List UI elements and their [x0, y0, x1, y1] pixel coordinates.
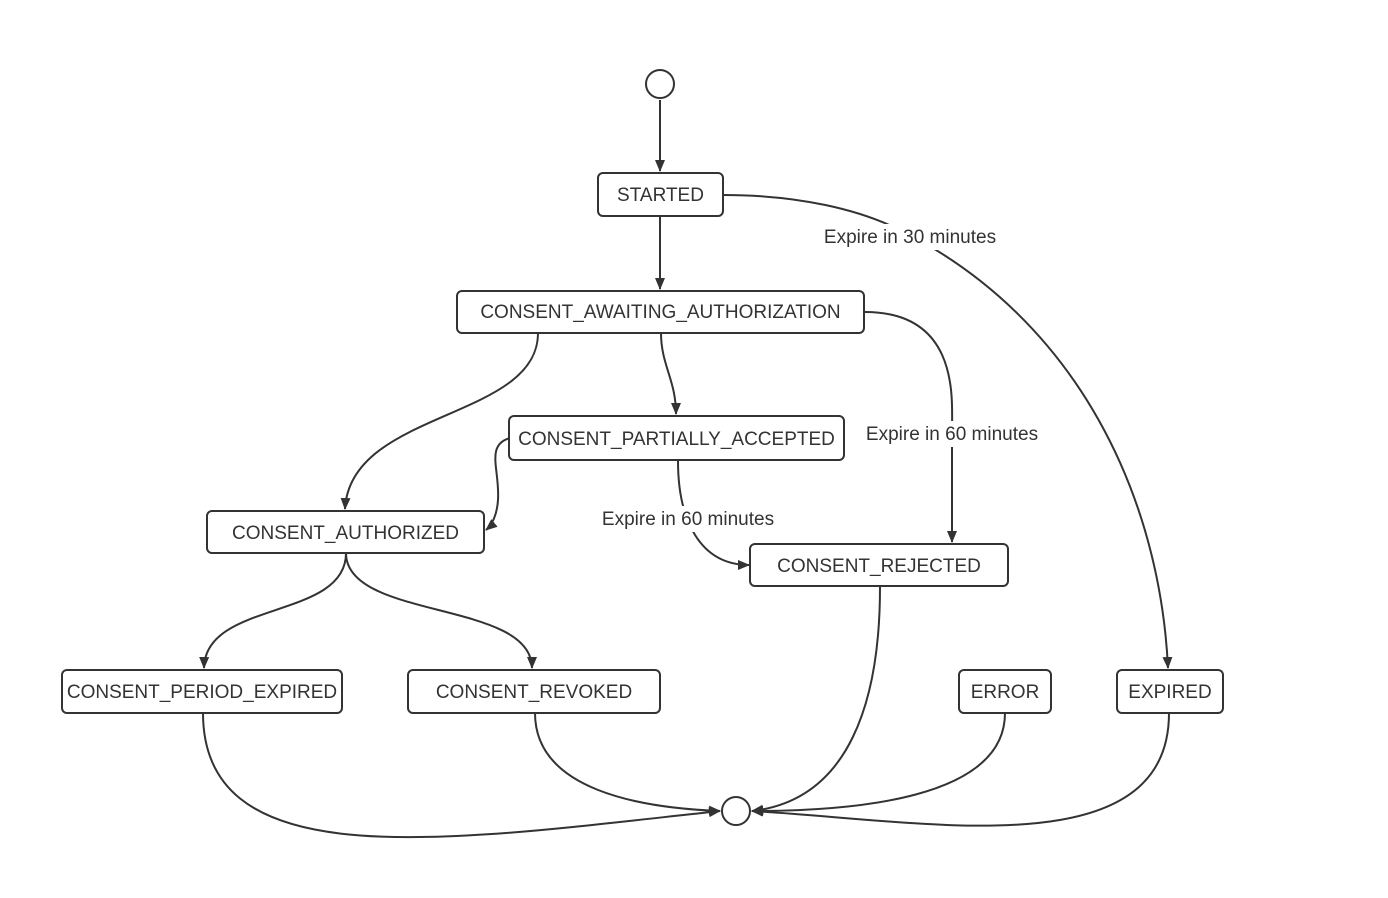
state-label: CONSENT_AWAITING_AUTHORIZATION: [480, 302, 840, 323]
state-consent-rejected: CONSENT_REJECTED: [749, 543, 1009, 587]
state-label: CONSENT_AUTHORIZED: [232, 523, 459, 544]
edge-error-to-end: [751, 712, 1006, 816]
state-consent-awaiting-authorization: CONSENT_AWAITING_AUTHORIZATION: [456, 290, 865, 334]
edge-authorized-to-period-expired: [199, 552, 347, 669]
state-consent-partially-accepted: CONSENT_PARTIALLY_ACCEPTED: [508, 415, 845, 461]
edge-partially-to-authorized: [485, 437, 511, 531]
state-started: STARTED: [597, 172, 724, 217]
edge-authorized-to-revoked: [345, 552, 537, 669]
edge-awaiting-to-partially: [660, 332, 681, 415]
edge-revoked-to-end: [534, 712, 721, 816]
final-state: [721, 796, 751, 826]
state-expired: EXPIRED: [1116, 669, 1224, 714]
label-expire-60-awaiting: Expire in 60 minutes: [866, 424, 1038, 445]
state-label: STARTED: [617, 185, 704, 206]
edge-awaiting-to-authorized: [340, 332, 539, 510]
state-label: CONSENT_REVOKED: [436, 682, 632, 703]
state-consent-authorized: CONSENT_AUTHORIZED: [206, 510, 485, 554]
label-expire-30: Expire in 30 minutes: [824, 227, 996, 248]
edge-period-expired-to-end: [202, 712, 721, 839]
state-consent-period-expired: CONSENT_PERIOD_EXPIRED: [61, 669, 343, 714]
transition-labels: Expire in 30 minutes Expire in 60 minute…: [597, 224, 1044, 532]
state-consent-revoked: CONSENT_REVOKED: [407, 669, 661, 714]
edge-started-to-expired: [722, 194, 1173, 669]
state-label: ERROR: [971, 682, 1040, 703]
state-error: ERROR: [958, 669, 1052, 714]
edge-partially-to-rejected: [677, 460, 750, 570]
state-label: CONSENT_REJECTED: [777, 556, 981, 577]
label-expire-60-partially: Expire in 60 minutes: [602, 509, 774, 530]
state-label: CONSENT_PARTIALLY_ACCEPTED: [518, 429, 835, 450]
edge-expired-to-end: [751, 712, 1170, 827]
initial-state: [645, 69, 675, 99]
transitions: [199, 100, 1173, 839]
state-label: CONSENT_PERIOD_EXPIRED: [67, 682, 337, 703]
state-label: EXPIRED: [1128, 682, 1211, 703]
edge-rejected-to-end: [751, 586, 881, 815]
